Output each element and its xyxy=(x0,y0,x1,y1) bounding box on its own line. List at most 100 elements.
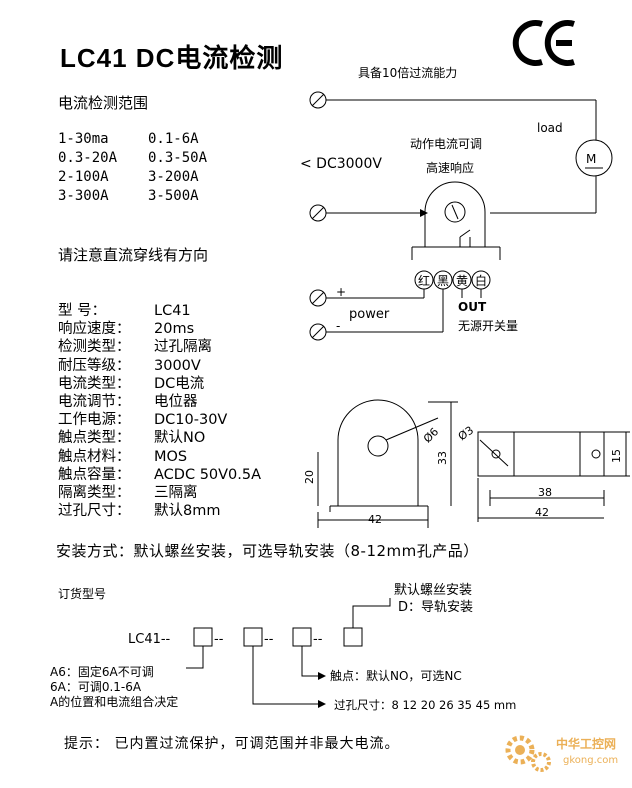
spec-row: 型 号： LC41 xyxy=(58,302,261,320)
spec-label: 工作电源： xyxy=(58,412,131,429)
range-row: 3-300A 3-500A xyxy=(58,187,207,206)
order-box-range xyxy=(193,627,213,647)
spec-label: 电流调节： xyxy=(58,394,131,411)
range-cell: 0.3-20A xyxy=(58,150,118,166)
minus-label: - xyxy=(336,319,340,333)
terminal-black: 黑 xyxy=(437,274,449,288)
watermark-domain: gkong.com xyxy=(563,755,618,766)
mounting-note: 安装方式：默认螺丝安装，可选导轨安装（8-12mm孔产品） xyxy=(56,542,479,560)
dim-h33: 33 xyxy=(436,451,449,465)
range-cell: 2-100A xyxy=(58,169,109,185)
order-range-note-1: A6：固定6A不可调 xyxy=(50,664,154,679)
feature-fast-response: 高速响应 xyxy=(426,160,474,175)
spec-label: 触点材料： xyxy=(58,448,131,465)
direction-note: 请注意直流穿线有方向 xyxy=(58,246,209,264)
terminal-white: 白 xyxy=(475,273,487,288)
order-box-mount xyxy=(343,627,363,647)
load-label: load xyxy=(537,121,563,135)
range-table: 1-30ma 0.1-6A 0.3-20A 0.3-50A 2-100A 3-200A 3-… xyxy=(58,130,207,206)
order-box-hole xyxy=(243,627,263,647)
terminal-row: 红 黑 黄 白 xyxy=(414,270,491,290)
dim-d6: Ø6 xyxy=(421,425,441,445)
dim-d3: Ø3 xyxy=(456,424,476,444)
spec-value: LC41 xyxy=(154,303,191,319)
spec-value: 电位器 xyxy=(154,394,198,411)
voltage-label: < DC3000V xyxy=(300,156,382,172)
spec-label: 检测类型： xyxy=(58,339,131,356)
terminal-yellow: 黄 xyxy=(456,274,468,288)
spec-value: 20ms xyxy=(154,321,195,338)
product-title: LC41 DC电流检测 xyxy=(60,43,284,73)
range-row: 1-30ma 0.1-6A xyxy=(58,130,207,149)
motor-icon xyxy=(575,139,613,177)
order-hole-note: 过孔尺寸：8 12 20 26 35 45 mm xyxy=(334,698,516,712)
spec-value: ACDC 50V0.5A xyxy=(154,466,262,483)
spec-label: 电流类型： xyxy=(58,375,131,392)
order-mount-rail: D：导轨安装 xyxy=(398,600,473,615)
range-row: 2-100A 3-200A xyxy=(58,168,207,187)
spec-row: 触点容量： ACDC 50V0.5A xyxy=(58,466,261,484)
spec-row: 工作电源：DC10-30V xyxy=(58,411,261,429)
overload-label: 具备10倍过流能力 xyxy=(358,65,457,80)
sensor-hole xyxy=(444,201,466,223)
spec-row: 触点材料： MOS xyxy=(58,448,261,466)
out-desc: 无源开关量 xyxy=(458,319,518,333)
spec-row: 隔离类型： 三隔离 xyxy=(58,484,261,502)
spec-row: 电流类型： DC电流 xyxy=(58,375,261,393)
order-range-note-2: 6A：可调0.1-6A xyxy=(50,680,142,694)
order-contact-note: 触点：默认NO，可选NC xyxy=(330,668,462,683)
dim-h15: 15 xyxy=(610,449,623,463)
motor-letter: M xyxy=(586,152,596,166)
range-cell: 3-500A xyxy=(148,188,199,204)
order-sep-3: -- xyxy=(313,632,323,647)
ce-mark-logo xyxy=(512,16,582,74)
spec-label: 过孔尺寸： xyxy=(58,503,131,520)
spec-row: 检测类型： 过孔隔离 xyxy=(58,338,261,356)
order-heading: 订货型号 xyxy=(58,586,106,601)
dim-h20: 20 xyxy=(303,470,316,484)
power-label: power xyxy=(349,307,390,322)
order-mount-default: 默认螺丝安装 xyxy=(394,582,472,598)
spec-value: DC电流 xyxy=(154,375,205,392)
range-cell: 3-200A xyxy=(148,169,199,185)
spec-row: 触点类型： 默认NO xyxy=(58,429,261,447)
range-row: 0.3-20A 0.3-50A xyxy=(58,149,207,168)
order-range-note-3: A的位置和电流组合决定 xyxy=(50,694,178,709)
spec-label: 耐压等级： xyxy=(58,357,131,374)
out-label: OUT xyxy=(458,300,487,314)
spec-label: 触点类型： xyxy=(58,430,131,447)
plus-label: + xyxy=(336,285,346,299)
spec-label: 型 号： xyxy=(58,303,107,319)
spec-value: 三隔离 xyxy=(154,485,198,502)
feature-adjustable: 动作电流可调 xyxy=(410,137,482,151)
gkong-watermark-logo: 中华工控网 gkong.com xyxy=(505,735,618,772)
spec-label: 隔离类型： xyxy=(58,485,131,502)
range-cell: 0.1-6A xyxy=(148,131,199,147)
range-cell: 3-300A xyxy=(58,188,109,204)
dim-w42-side: 42 xyxy=(535,506,549,519)
watermark-title: 中华工控网 xyxy=(556,736,616,751)
terminal-screw-plus xyxy=(309,289,327,307)
terminal-red: 红 xyxy=(418,273,430,288)
dim-w38: 38 xyxy=(538,486,552,499)
spec-value: 默认8mm xyxy=(154,503,221,520)
dim-w42-front: 42 xyxy=(368,513,382,526)
spec-value: MOS xyxy=(154,448,188,465)
order-model-prefix: LC41-- xyxy=(128,632,171,647)
spec-label: 触点容量： xyxy=(58,466,131,483)
spec-row: 耐压等级： 3000V xyxy=(58,357,261,375)
spec-value: 3000V xyxy=(154,357,201,374)
range-cell: 0.3-50A xyxy=(148,150,208,166)
sensor-body xyxy=(424,181,486,247)
spec-value: 默认NO xyxy=(154,430,206,447)
order-sep-2: -- xyxy=(264,632,274,647)
spec-row: 过孔尺寸： 默认8mm xyxy=(58,502,261,520)
spec-value: 过孔隔离 xyxy=(154,339,212,356)
range-heading: 电流检测范围 xyxy=(58,94,149,112)
spec-row: 电流调节： 电位器 xyxy=(58,393,261,411)
range-cell: 1-30ma xyxy=(58,131,109,147)
dim-front-view xyxy=(337,399,419,506)
terminal-screw-minus xyxy=(309,323,327,341)
spec-row: 响应速度：20ms xyxy=(58,320,261,338)
